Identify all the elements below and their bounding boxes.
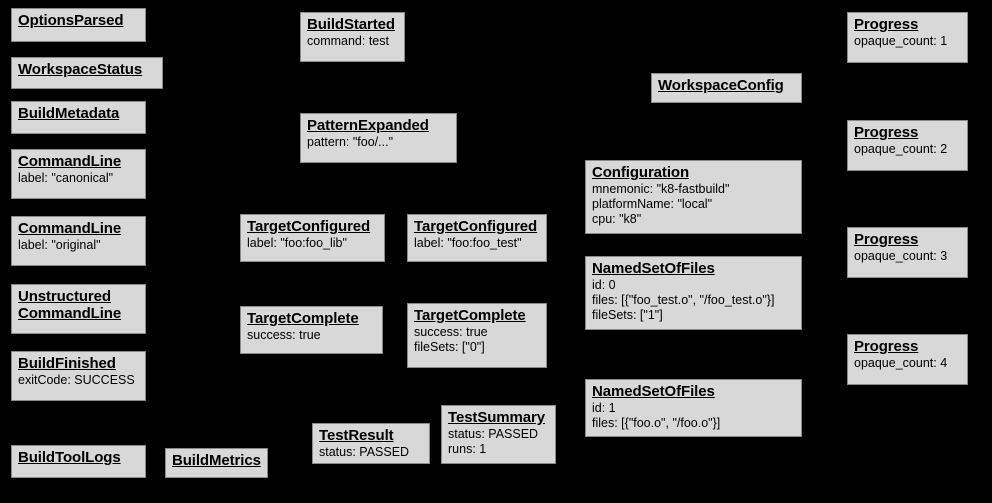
node-title: NamedSetOfFiles (592, 260, 715, 277)
node-fields: pattern: "foo/..." (307, 135, 394, 149)
node-fields: label: "foo:foo_test" (414, 236, 522, 250)
node-fields: mnemonic: "k8-fastbuild" platformName: "… (592, 182, 730, 226)
node-workspace-status[interactable]: WorkspaceStatus (11, 57, 163, 89)
node-title: Progress (854, 124, 919, 141)
node-fields: success: true fileSets: ["0"] (414, 325, 488, 354)
node-unstructured-command-line[interactable]: Unstructured CommandLine (11, 284, 146, 334)
node-fields: opaque_count: 4 (854, 356, 948, 370)
node-title: Unstructured CommandLine (18, 288, 122, 322)
node-build-metrics[interactable]: BuildMetrics (165, 448, 268, 478)
node-title: WorkspaceStatus (18, 61, 143, 78)
node-title: Configuration (592, 164, 690, 181)
node-title: TargetComplete (414, 307, 526, 324)
node-title: BuildToolLogs (18, 449, 121, 466)
node-title: TargetConfigured (414, 218, 538, 235)
node-title: PatternExpanded (307, 117, 429, 134)
node-title: TestResult (319, 427, 394, 444)
node-fields: label: "original" (18, 238, 101, 252)
node-fields: success: true (247, 328, 321, 342)
node-title: BuildMetrics (172, 452, 261, 469)
node-options-parsed[interactable]: OptionsParsed (11, 8, 146, 42)
node-fields: status: PASSED (319, 445, 410, 459)
node-fields: exitCode: SUCCESS (18, 373, 135, 387)
node-fields: opaque_count: 2 (854, 142, 948, 156)
node-title: Progress (854, 338, 919, 355)
node-title: BuildStarted (307, 16, 395, 33)
node-fields: label: "canonical" (18, 171, 114, 185)
node-build-tool-logs[interactable]: BuildToolLogs (11, 445, 146, 478)
node-workspace-config[interactable]: WorkspaceConfig (651, 73, 802, 103)
node-title: WorkspaceConfig (658, 77, 784, 94)
node-title: BuildFinished (18, 355, 116, 372)
node-title: TargetConfigured (247, 218, 371, 235)
node-title: CommandLine (18, 220, 122, 237)
node-title: TestSummary (448, 409, 545, 426)
node-fields: id: 0 files: [{"foo_test.o", "/foo_test.… (592, 278, 775, 322)
node-fields: opaque_count: 1 (854, 34, 948, 48)
node-fields: status: PASSED runs: 1 (448, 427, 539, 456)
node-title: Progress (854, 16, 919, 33)
node-title: Progress (854, 231, 919, 248)
node-fields: label: "foo:foo_lib" (247, 236, 347, 250)
node-title: OptionsParsed (18, 12, 124, 29)
node-title: CommandLine (18, 153, 122, 170)
node-fields: id: 1 files: [{"foo.o", "/foo.o"}] (592, 401, 721, 430)
node-title: BuildMetadata (18, 105, 120, 122)
node-title: NamedSetOfFiles (592, 383, 715, 400)
node-fields: command: test (307, 34, 389, 48)
node-title: TargetComplete (247, 310, 359, 327)
node-build-metadata[interactable]: BuildMetadata (11, 101, 146, 134)
node-fields: opaque_count: 3 (854, 249, 948, 263)
